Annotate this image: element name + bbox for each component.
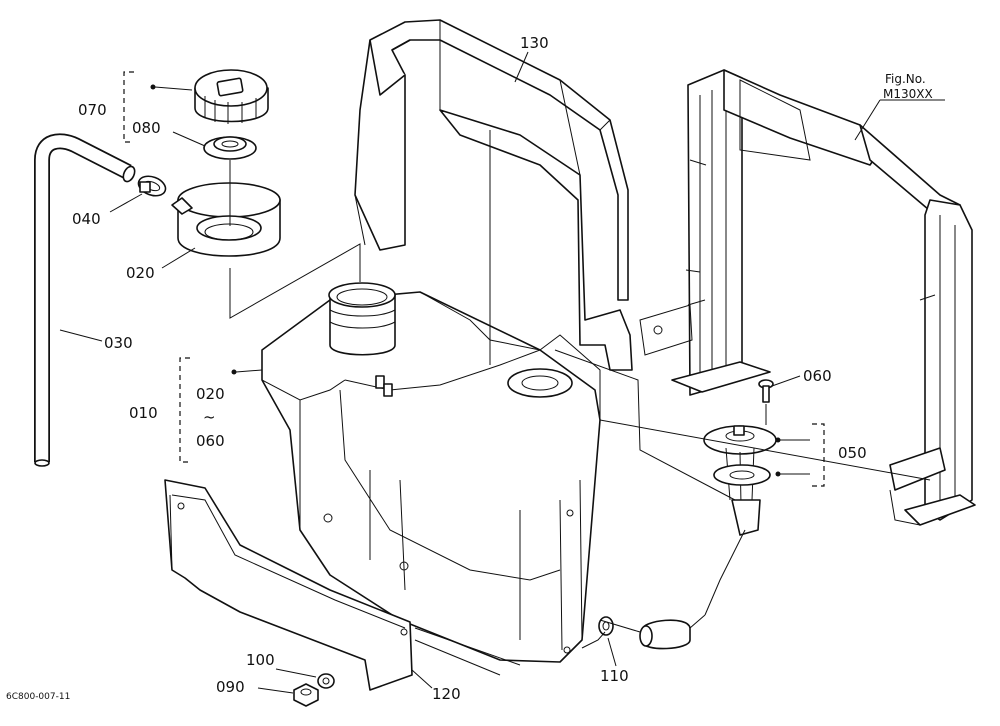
group-bracket-070	[123, 71, 193, 143]
fuel-cap-070	[194, 69, 269, 124]
fuel-tank-010	[261, 282, 601, 663]
grommet-110	[598, 616, 614, 636]
labels: 130 070 080 040 020 030 010 020 ~ 060 06…	[6, 34, 933, 703]
label-010-to: 060	[196, 432, 225, 450]
handle-bracket-130	[354, 19, 633, 371]
drawing-code: 6C800-007-11	[6, 692, 70, 702]
assembly-lines	[229, 130, 931, 676]
label-090: 090	[216, 678, 245, 696]
label-100: 100	[246, 651, 275, 669]
label-060: 060	[803, 367, 832, 385]
label-020: 020	[126, 264, 155, 282]
label-010-range: ~	[203, 408, 216, 426]
label-110: 110	[600, 667, 629, 685]
label-050: 050	[838, 444, 867, 462]
filler-socket-020	[171, 182, 281, 257]
group-bracket-050	[775, 423, 825, 487]
screw-060	[758, 379, 774, 403]
cover-plate-120	[164, 479, 413, 691]
label-010: 010	[129, 404, 158, 422]
label-010-from: 020	[196, 385, 225, 403]
gasket-080	[203, 136, 257, 160]
label-040: 040	[72, 210, 101, 228]
fig-number: M130XX	[883, 87, 933, 101]
label-070: 070	[78, 101, 107, 119]
hose-030	[34, 133, 136, 467]
label-080: 080	[132, 119, 161, 137]
washer-100	[317, 673, 335, 689]
group-bracket-010	[179, 357, 263, 463]
label-030: 030	[104, 334, 133, 352]
label-120: 120	[432, 685, 461, 703]
nut-090	[293, 683, 319, 707]
frame	[639, 69, 976, 526]
hose-clamp-040	[137, 175, 167, 197]
fig-no-label: Fig.No.	[885, 72, 926, 86]
leader-lines	[59, 51, 945, 694]
label-130: 130	[520, 34, 549, 52]
fuel-gauge-unit-050	[639, 425, 777, 650]
